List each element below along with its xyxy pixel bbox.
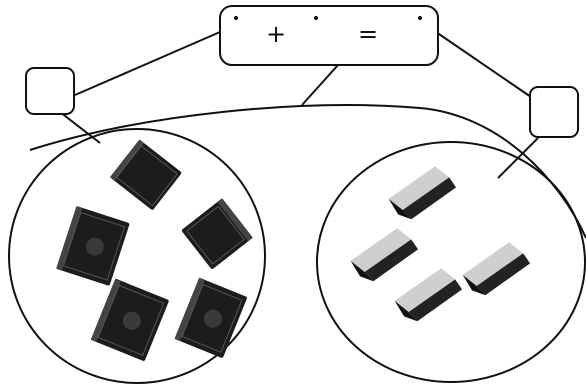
book [56, 206, 130, 286]
connector-equation-to-right-box [436, 32, 531, 97]
book [110, 139, 182, 210]
eraser [346, 224, 422, 286]
book [181, 198, 253, 269]
left-count-box[interactable] [26, 68, 74, 114]
connector-left-box-to-equation [75, 32, 220, 95]
eraser [384, 162, 460, 224]
connector-left-box-to-circle [60, 112, 100, 143]
right-count-box[interactable] [530, 87, 578, 137]
equation-box: + = [220, 6, 438, 65]
blank-dot-3 [418, 16, 422, 20]
plus-sign: + [266, 20, 286, 48]
eraser [458, 238, 534, 300]
blank-dot-1 [234, 16, 238, 20]
book [175, 278, 248, 359]
blank-dot-2 [314, 16, 318, 20]
equals-sign: = [358, 20, 378, 48]
book [91, 279, 170, 362]
connector-equation-to-curve [302, 65, 338, 105]
eraser [390, 264, 466, 326]
